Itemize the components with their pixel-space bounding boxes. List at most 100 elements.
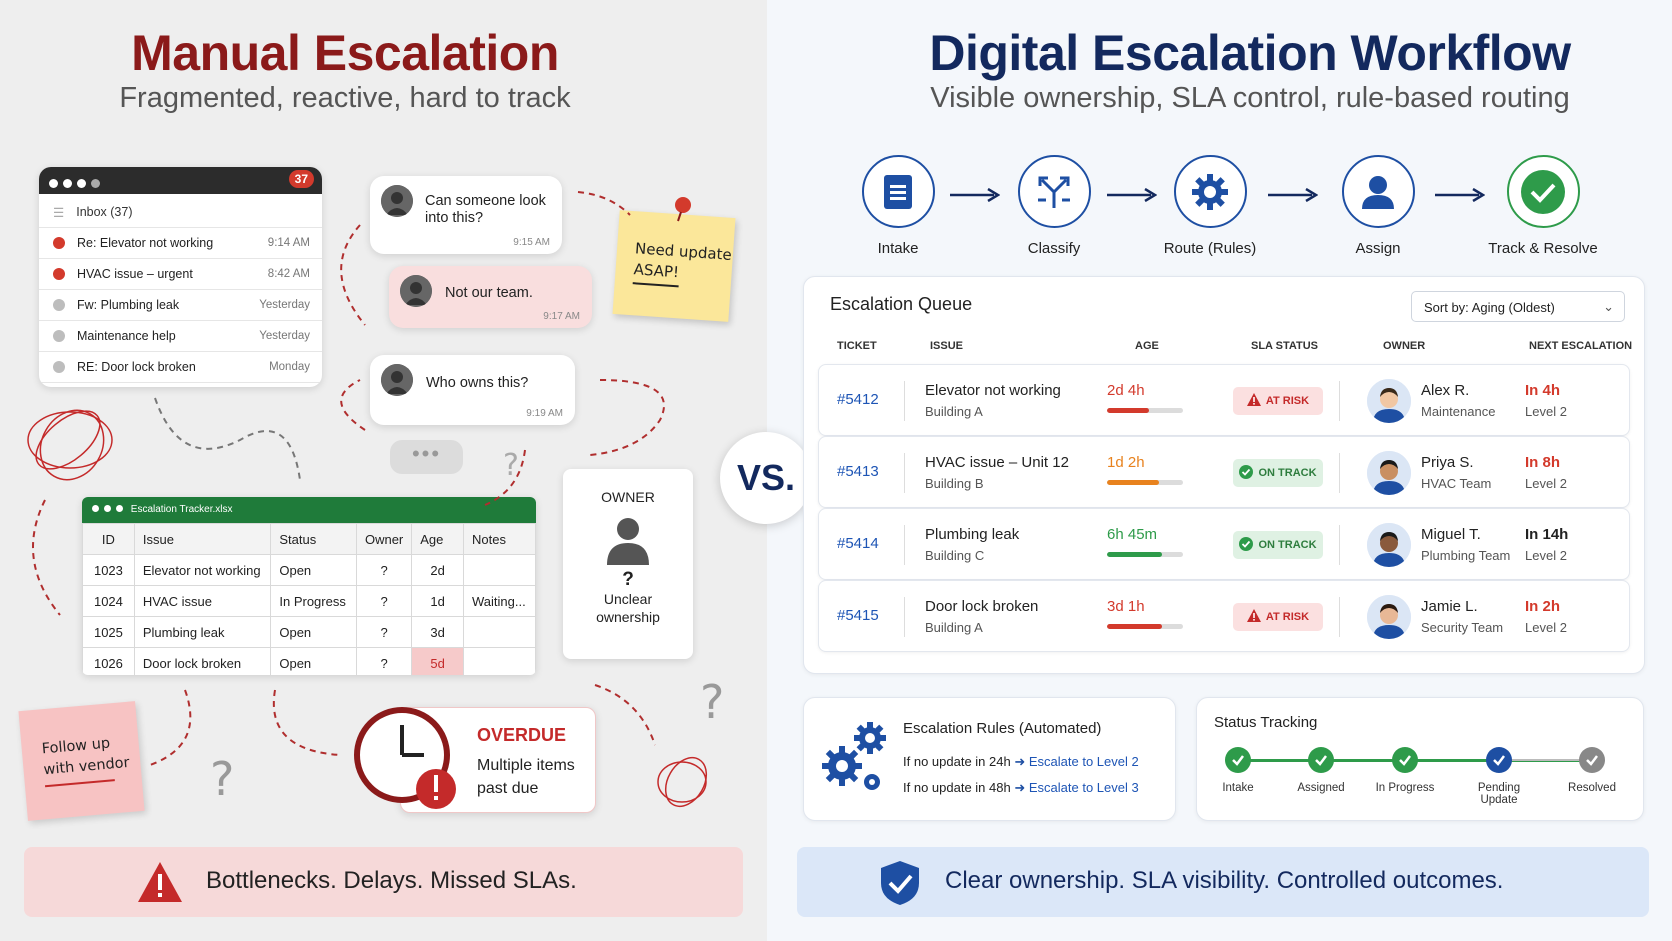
age-bar: [1107, 624, 1183, 629]
avatar: [381, 185, 413, 217]
sticky-note: Need update ASAP!: [612, 210, 736, 322]
escalation-level: Level 2: [1525, 620, 1567, 635]
age-value: 6h 45m: [1107, 526, 1158, 543]
col-next-escalation: NEXT ESCALATION: [1529, 340, 1633, 352]
next-escalation: In 8h: [1525, 454, 1561, 471]
sort-dropdown[interactable]: Sort by: Aging (Oldest) ⌄: [1411, 291, 1625, 322]
inbox-header[interactable]: ☰ Inbox (37): [39, 197, 322, 228]
manual-subtitle: Fragmented, reactive, hard to track: [119, 82, 571, 114]
escalation-rules: Escalation Rules (Automated) If no updat…: [803, 697, 1176, 821]
rule-line: If no update in 24h ➜ Escalate to Level …: [903, 754, 1139, 769]
warning-icon: [1246, 609, 1261, 622]
shield-check-icon: [881, 861, 919, 905]
overdue-text: Multiple items past due: [477, 757, 575, 797]
tracking-label: In Progress: [1375, 782, 1435, 794]
email-inbox: 37 ☰ Inbox (37) Re: Elevator not working…: [39, 167, 322, 387]
person-icon: [607, 518, 649, 565]
ticket-id[interactable]: #5415: [837, 607, 879, 624]
age-bar: [1107, 552, 1183, 557]
status-dot: [53, 268, 65, 280]
chevron-down-icon: ⌄: [1603, 299, 1614, 314]
warning-icon: [138, 862, 182, 902]
issue-title: Elevator not working: [925, 382, 1061, 399]
avatar: [1367, 451, 1411, 495]
sla-badge: ON TRACK: [1233, 459, 1323, 487]
chat-text: Who owns this?: [426, 375, 529, 391]
issue-title: Door lock broken: [925, 598, 1039, 615]
age-value: 2d 4h: [1107, 382, 1145, 399]
owner-name: Priya S.: [1421, 454, 1474, 471]
chat-bubble: Can someone look into this? 9:15 AM: [370, 176, 562, 254]
check-icon: [1392, 747, 1418, 773]
manual-title: Manual Escalation: [131, 25, 559, 81]
digital-subtitle: Visible ownership, SLA control, rule-bas…: [930, 82, 1570, 114]
owner-name: Miguel T.: [1421, 526, 1481, 543]
owner-name: Jamie L.: [1421, 598, 1478, 615]
col-owner: OWNER: [1383, 340, 1426, 352]
check-icon: [1308, 747, 1334, 773]
step-intake: Intake: [838, 155, 958, 257]
arrow-right-icon: [1435, 188, 1485, 202]
user-icon: [1341, 155, 1415, 228]
vs-badge: VS.: [720, 432, 812, 524]
owner-question-mark: ?: [622, 569, 634, 590]
owner-card-title: OWNER: [601, 489, 655, 505]
sla-badge: AT RISK: [1233, 387, 1323, 415]
issue-title: Plumbing leak: [925, 526, 1020, 543]
typing-indicator: •••: [390, 440, 463, 474]
check-icon: [1486, 747, 1512, 773]
ticket-id[interactable]: #5414: [837, 535, 879, 552]
email-titlebar: 37: [39, 167, 322, 194]
next-escalation: In 14h: [1525, 526, 1569, 543]
age-bar: [1107, 408, 1183, 413]
chat-text: Can someone look into this?: [425, 193, 546, 226]
status-dot: [53, 299, 65, 311]
next-escalation: In 4h: [1525, 382, 1561, 399]
owner-team: Plumbing Team: [1421, 548, 1511, 563]
status-dot: [53, 361, 65, 373]
note-underline: [44, 779, 115, 788]
avatar: [1367, 523, 1411, 567]
chat-time: 9:19 AM: [526, 408, 563, 419]
avatar: [400, 275, 432, 307]
inbox-icon: ☰: [53, 205, 65, 220]
clock-icon: [354, 707, 456, 809]
issue-building: Building C: [925, 548, 985, 563]
col-age: AGE: [1135, 340, 1159, 352]
sla-badge: AT RISK: [1233, 603, 1323, 631]
escalation-level: Level 2: [1525, 476, 1567, 491]
gears-icon: [822, 722, 886, 790]
owner-card-label: Unclear ownership: [596, 591, 660, 625]
tracking-label: Assigned: [1297, 782, 1345, 794]
check-icon: [1579, 747, 1605, 773]
split-arrows-icon: [1017, 155, 1091, 228]
chat-bubble: Who owns this? 9:19 AM: [370, 355, 575, 425]
ticket-id[interactable]: #5412: [837, 391, 879, 408]
spreadsheet-titlebar: Escalation Tracker.xlsx: [82, 497, 536, 523]
gear-icon: [1173, 155, 1247, 228]
digital-banner: Clear ownership. SLA visibility. Control…: [797, 847, 1649, 917]
avatar: [1367, 379, 1411, 423]
step-track-resolve: Track & Resolve: [1483, 155, 1603, 257]
chat-time: 9:15 AM: [513, 237, 550, 248]
owner-team: Maintenance: [1421, 404, 1496, 419]
ticket-id[interactable]: #5413: [837, 463, 879, 480]
status-dot: [53, 330, 65, 342]
owner-card: OWNER ? Unclear ownership: [563, 469, 693, 659]
avatar: [1367, 595, 1411, 639]
queue-title: Escalation Queue: [830, 294, 973, 314]
